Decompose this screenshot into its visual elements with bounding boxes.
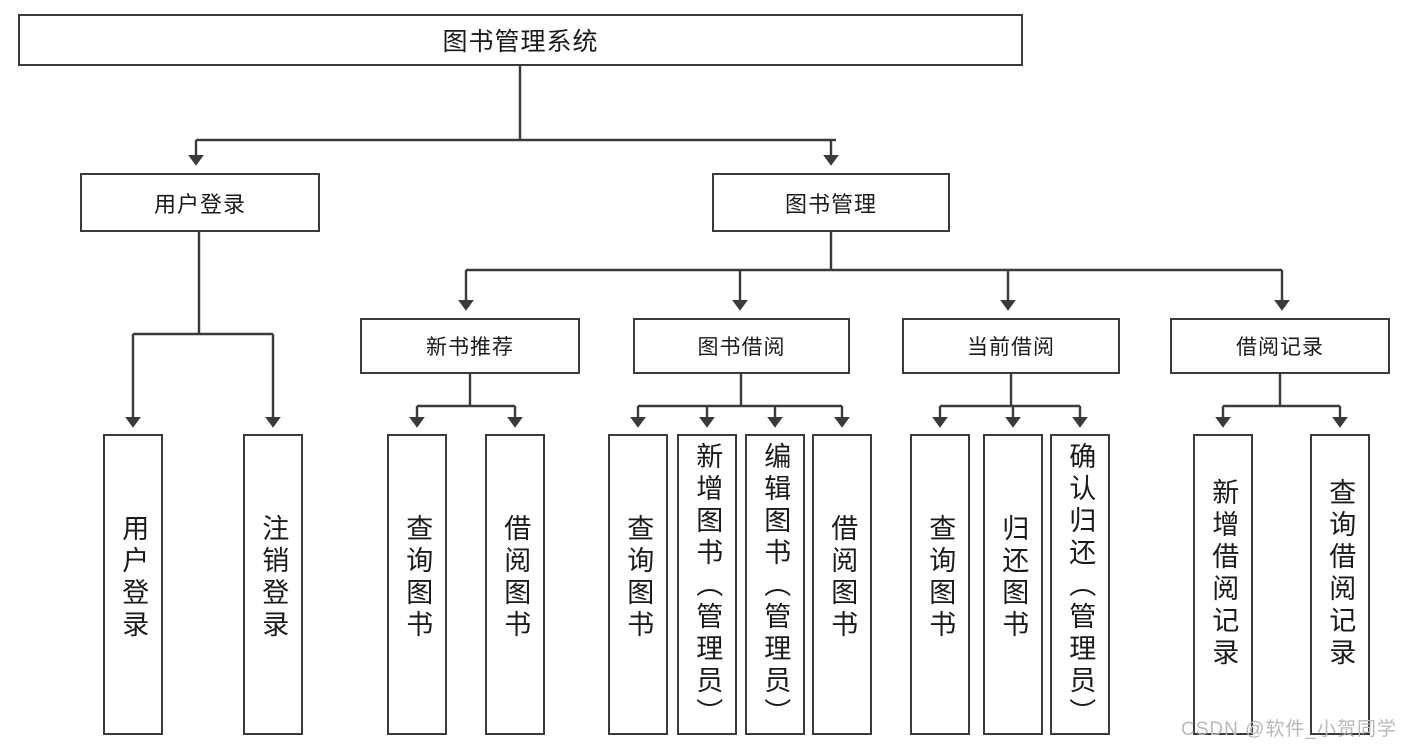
leaf-query-book-borrow[interactable]: 查询图书 xyxy=(608,434,668,735)
leaf-user-login-label: 用户登录 xyxy=(118,514,149,642)
leaf-borrow-book-new-label: 借阅图书 xyxy=(500,514,531,642)
leaf-borrow-book-label: 借阅图书 xyxy=(827,514,858,642)
node-root[interactable]: 图书管理系统 xyxy=(18,14,1023,66)
leaf-query-borrow-record-label: 查询借阅记录 xyxy=(1325,478,1356,670)
leaf-query-book-new-label: 查询图书 xyxy=(402,514,433,642)
node-current-borrow-label: 当前借阅 xyxy=(967,336,1055,359)
leaf-edit-book-label: 编辑图书（管理员） xyxy=(760,442,791,730)
node-user-login-label: 用户登录 xyxy=(153,191,246,217)
leaf-add-borrow-record[interactable]: 新增借阅记录 xyxy=(1193,434,1253,735)
leaf-user-logout-label: 注销登录 xyxy=(258,514,289,642)
node-borrow-record-label: 借阅记录 xyxy=(1236,336,1324,359)
node-root-label: 图书管理系统 xyxy=(442,28,599,56)
node-user-login[interactable]: 用户登录 xyxy=(80,173,320,232)
leaf-query-book-current-label: 查询图书 xyxy=(925,514,956,642)
leaf-user-logout[interactable]: 注销登录 xyxy=(243,434,303,735)
node-book-borrow-label: 图书借阅 xyxy=(697,336,786,359)
leaf-query-book-borrow-label: 查询图书 xyxy=(623,514,654,642)
csdn-watermark: CSDN @软件_小贺同学 xyxy=(1181,719,1397,740)
leaf-add-book[interactable]: 新增图书（管理员） xyxy=(677,434,737,735)
node-new-book-rec-label: 新书推荐 xyxy=(426,336,514,359)
node-book-borrow[interactable]: 图书借阅 xyxy=(633,318,850,374)
node-borrow-record[interactable]: 借阅记录 xyxy=(1170,318,1390,374)
leaf-confirm-return[interactable]: 确认归还（管理员） xyxy=(1050,434,1110,735)
node-book-manage-label: 图书管理 xyxy=(784,191,877,217)
leaf-confirm-return-label: 确认归还（管理员） xyxy=(1065,442,1096,730)
leaf-query-book-new[interactable]: 查询图书 xyxy=(387,434,447,735)
leaf-user-login[interactable]: 用户登录 xyxy=(103,434,163,735)
leaf-edit-book[interactable]: 编辑图书（管理员） xyxy=(745,434,805,735)
leaf-query-borrow-record[interactable]: 查询借阅记录 xyxy=(1310,434,1370,735)
node-new-book-rec[interactable]: 新书推荐 xyxy=(360,318,580,374)
leaf-add-borrow-record-label: 新增借阅记录 xyxy=(1208,478,1239,670)
node-book-manage[interactable]: 图书管理 xyxy=(712,173,950,232)
leaf-query-book-current[interactable]: 查询图书 xyxy=(910,434,970,735)
leaf-borrow-book[interactable]: 借阅图书 xyxy=(812,434,872,735)
node-current-borrow[interactable]: 当前借阅 xyxy=(902,318,1120,374)
leaf-borrow-book-new[interactable]: 借阅图书 xyxy=(485,434,545,735)
leaf-add-book-label: 新增图书（管理员） xyxy=(692,442,723,730)
leaf-return-book-label: 归还图书 xyxy=(998,514,1029,642)
leaf-return-book[interactable]: 归还图书 xyxy=(983,434,1043,735)
